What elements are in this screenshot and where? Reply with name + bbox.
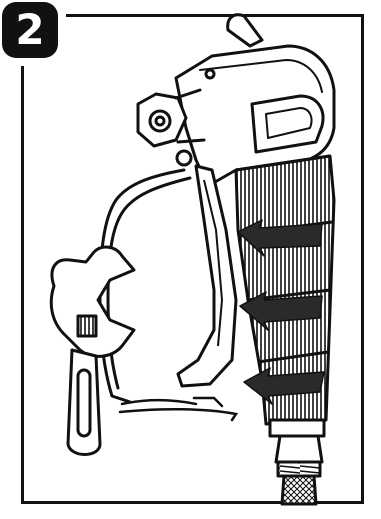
hose-icon — [270, 420, 324, 504]
adjustable-wrench-icon — [51, 247, 134, 454]
wrench-jaw-slot — [120, 398, 236, 420]
trigger — [178, 166, 236, 386]
trigger-guard — [100, 170, 190, 402]
step-number: 2 — [15, 9, 44, 51]
step-number-badge: 2 — [2, 2, 58, 58]
